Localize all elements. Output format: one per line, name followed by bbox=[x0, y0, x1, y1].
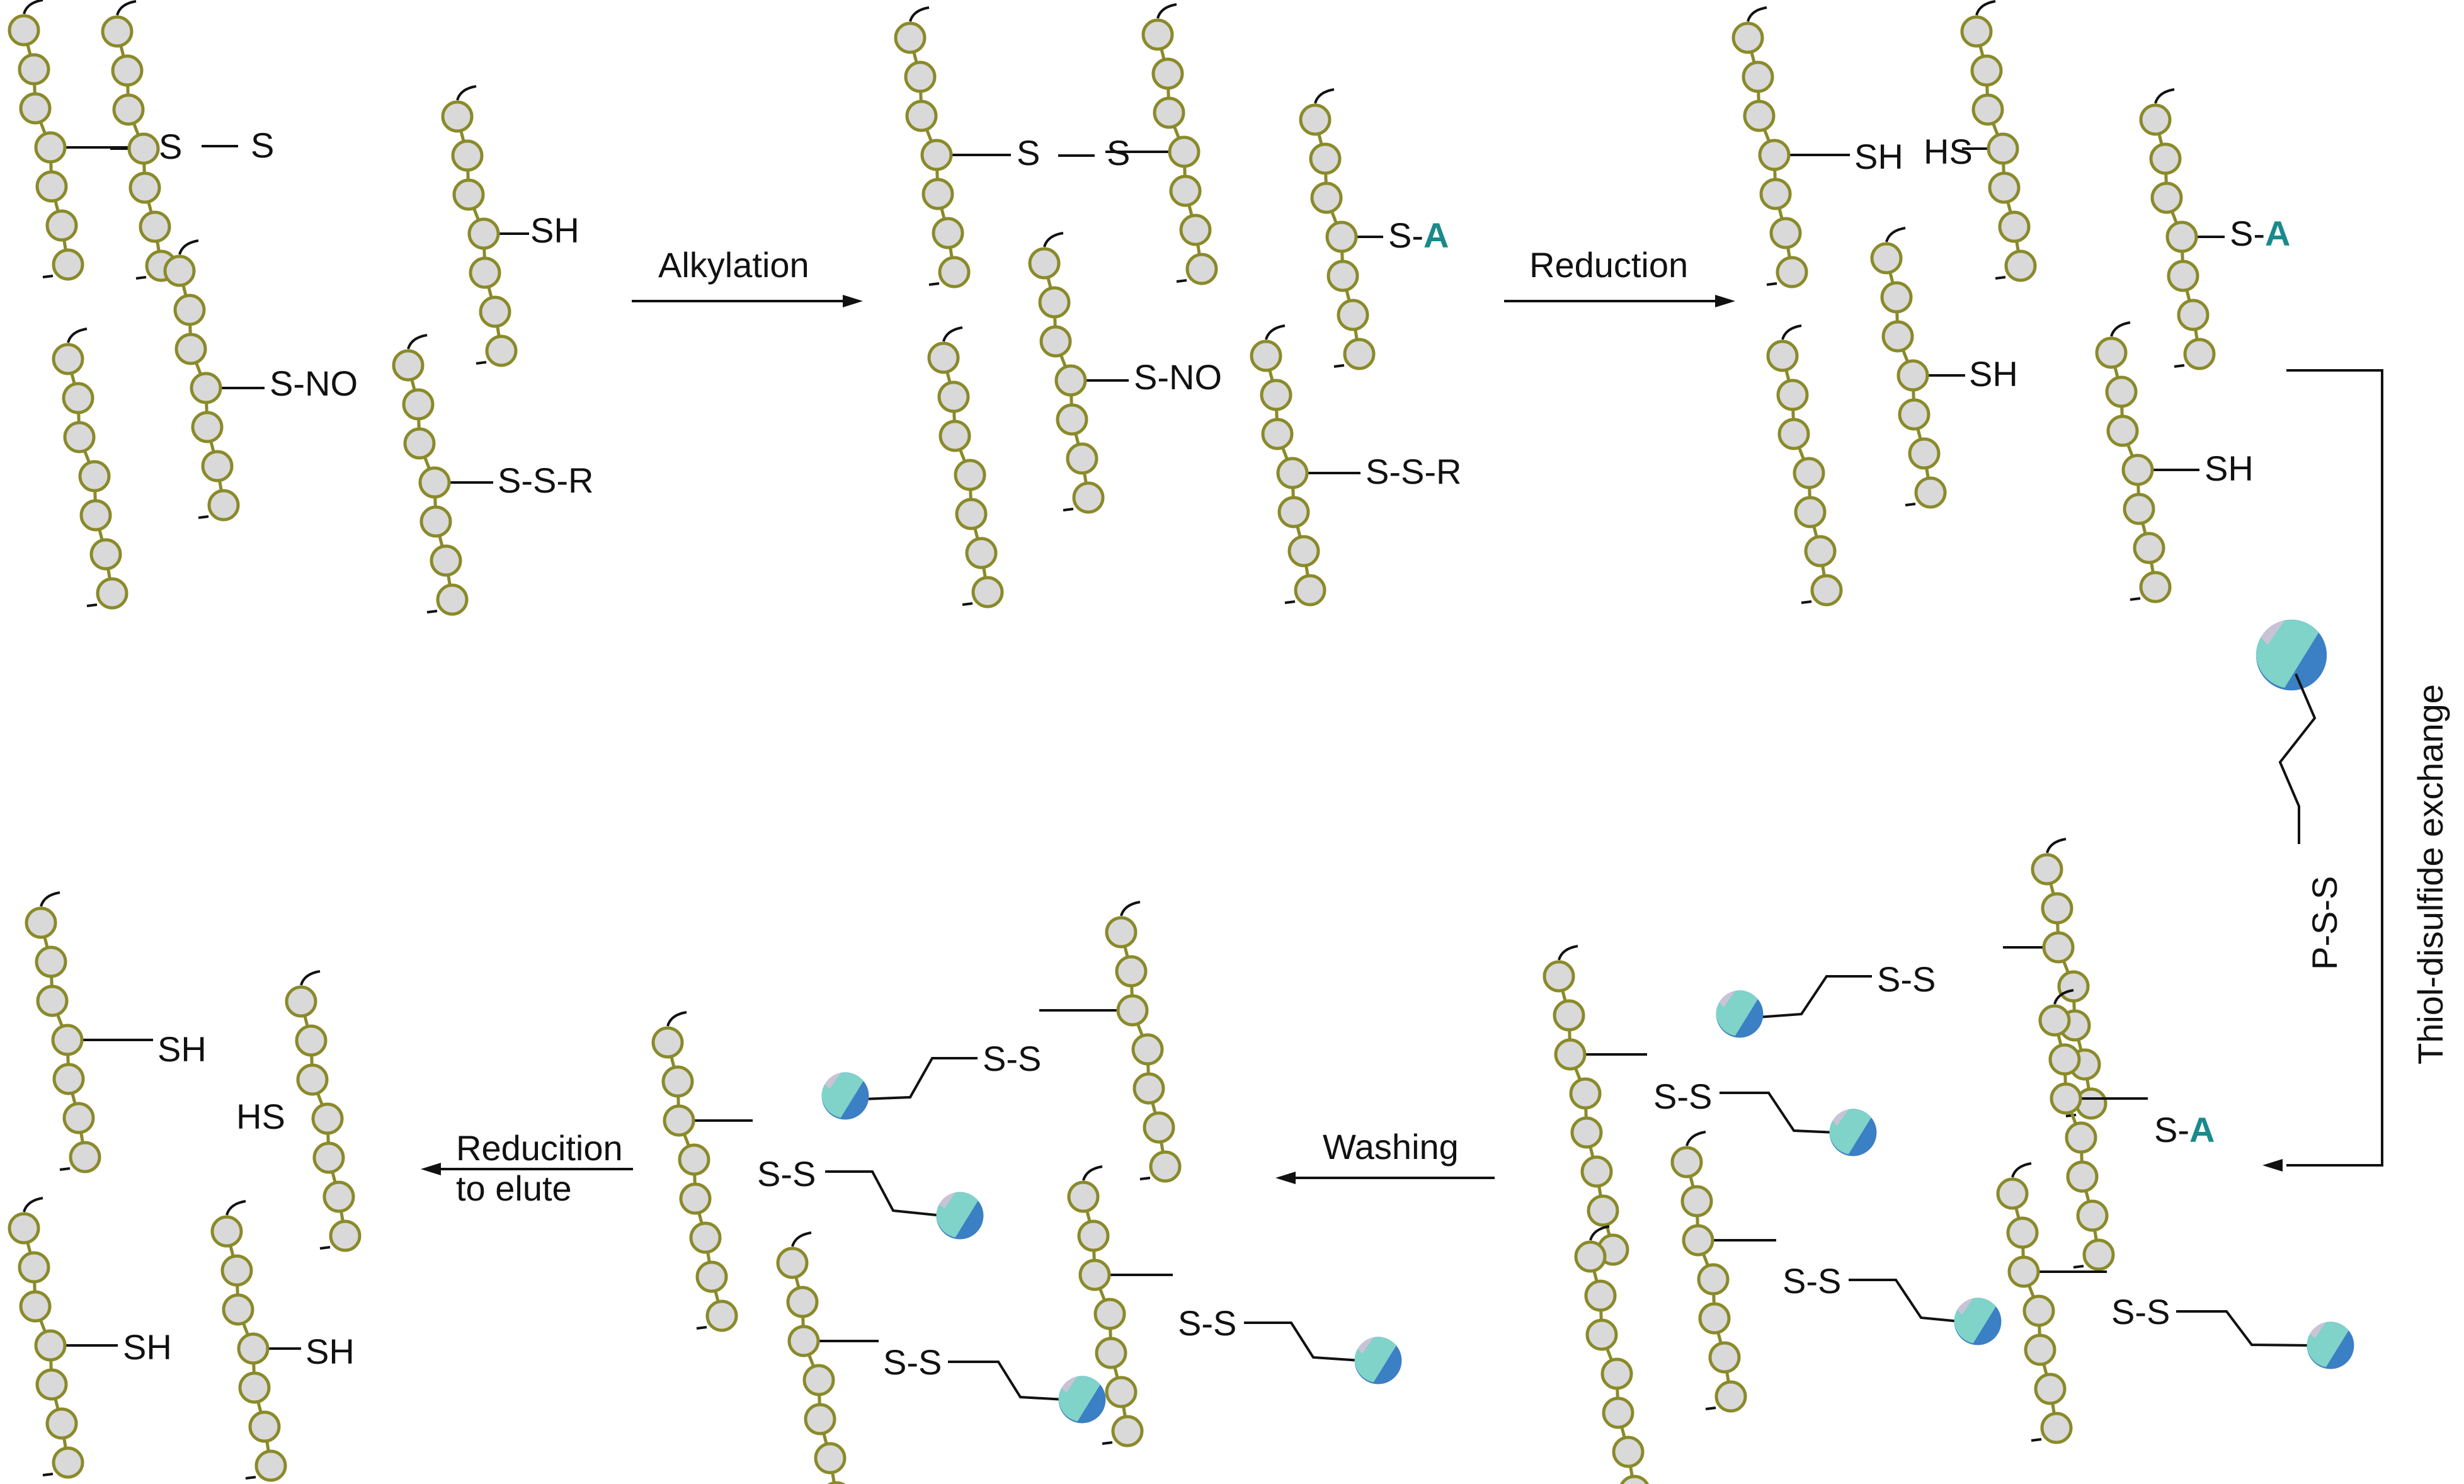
mixed-disulfide-label-2: S-S-R bbox=[1366, 452, 1461, 491]
protein-chain bbox=[1067, 1165, 1173, 1447]
step-reduction-label: Reduction bbox=[1529, 245, 1688, 285]
captured-ss-1: S-S bbox=[1877, 959, 1936, 999]
resin-bead bbox=[1716, 975, 1872, 1038]
arrow-thiol-exchange-head bbox=[2262, 1159, 2283, 1172]
protein-chain bbox=[1766, 324, 1843, 607]
protein-chain bbox=[1996, 1162, 2107, 1444]
eluted-thiol-3: SH bbox=[123, 1327, 172, 1367]
resin-bead bbox=[2176, 1310, 2354, 1369]
protein-chain bbox=[163, 239, 265, 522]
captured-ss-2: S-S bbox=[1653, 1076, 1712, 1116]
captured-ss-4: S-S bbox=[2111, 1292, 2170, 1332]
reduced-thiol-label-2: HS bbox=[1924, 132, 1973, 171]
arrow-alkylation-head bbox=[843, 295, 863, 307]
washed-ss-3: S-S bbox=[1178, 1303, 1236, 1343]
alkylated-thiol-label-3: S-A bbox=[2230, 214, 2290, 253]
washed-ss-2: S-S bbox=[757, 1154, 816, 1194]
protein-chain bbox=[651, 1011, 753, 1332]
resin-bead bbox=[1244, 1321, 1402, 1384]
protein-chain bbox=[392, 334, 493, 616]
step-alkylation-label: Alkylation bbox=[658, 245, 809, 285]
protein-chain bbox=[8, 0, 154, 281]
disulfide-s-right: S bbox=[251, 125, 274, 165]
reduced-thiol-label-3: SH bbox=[1969, 354, 2018, 394]
protein-chain bbox=[776, 1231, 879, 1484]
protein-chain bbox=[8, 1197, 118, 1479]
protein-chain bbox=[285, 970, 362, 1252]
arrow-thiol-exchange bbox=[2286, 369, 2383, 1167]
protein-chain bbox=[52, 328, 128, 610]
captured-ss-3: S-S bbox=[1782, 1261, 1841, 1301]
protein-chain bbox=[1028, 232, 1129, 514]
protein-chains bbox=[8, 0, 2225, 1484]
reduced-thiol-label-1: SH bbox=[1854, 137, 1903, 176]
nitrosyl-label: S-NO bbox=[270, 363, 358, 403]
disulfide-s-left: S bbox=[159, 127, 182, 166]
protein-chain bbox=[1670, 1131, 1776, 1413]
arrow-reduction-head bbox=[1715, 295, 1735, 307]
eluted-thiol-4: SH bbox=[305, 1332, 355, 1371]
protein-chain bbox=[2038, 989, 2148, 1271]
eluted-thiol-1: SH bbox=[157, 1029, 207, 1069]
resin-bead bbox=[825, 1170, 984, 1240]
alkylated-thiol-label-4: S-A bbox=[2154, 1110, 2215, 1150]
protein-chain bbox=[101, 0, 178, 282]
protein-chain bbox=[1731, 6, 1850, 288]
free-thiol-label: SH bbox=[530, 210, 579, 250]
nitrosyl-label-2: S-NO bbox=[1134, 357, 1222, 397]
step-elute-label-line1: Reducition bbox=[456, 1128, 623, 1168]
resin-beads bbox=[821, 619, 2354, 1424]
protein-chain bbox=[1870, 227, 1965, 509]
resin-bead bbox=[1849, 1279, 2002, 1345]
step-elute-label-line2: to elute bbox=[456, 1168, 572, 1208]
arrow-elute-head bbox=[421, 1163, 441, 1175]
protein-chain bbox=[894, 6, 1011, 288]
resin-bead bbox=[1720, 1092, 1877, 1156]
resin-bead bbox=[2256, 619, 2327, 691]
protein-chain bbox=[441, 85, 529, 367]
reagent-label: P-S-S bbox=[2305, 876, 2344, 970]
protein-chain bbox=[1574, 1225, 1649, 1484]
washed-ss-1: S-S bbox=[983, 1039, 1041, 1078]
protein-chain bbox=[2003, 838, 2108, 1120]
reduced-thiol-label-4: SH bbox=[2204, 448, 2254, 488]
protein-chain bbox=[25, 891, 153, 1173]
protein-chain bbox=[1543, 945, 1647, 1266]
resin-bead bbox=[821, 1057, 978, 1120]
protein-chain bbox=[1039, 901, 1182, 1183]
washed-ss-4: S-S bbox=[883, 1342, 942, 1382]
mixed-disulfide-label: S-S-R bbox=[498, 460, 593, 500]
disulfide-s-right-2: S bbox=[1107, 133, 1130, 173]
protein-chain bbox=[1299, 88, 1383, 370]
alkylated-thiol-label: S-A bbox=[1388, 215, 1449, 255]
protein-chain bbox=[1250, 324, 1360, 607]
resin-bead bbox=[948, 1361, 1106, 1424]
disulfide-s-left-2: S bbox=[1017, 133, 1040, 173]
step-washing-label: Washing bbox=[1323, 1127, 1459, 1167]
reagent-linker bbox=[2278, 673, 2317, 844]
protein-chain bbox=[1960, 0, 2037, 282]
protein-chain bbox=[927, 326, 1004, 608]
arrow-washing-head bbox=[1275, 1172, 1296, 1184]
eluted-thiol-2: HS bbox=[236, 1097, 285, 1136]
protein-chain bbox=[210, 1200, 301, 1482]
protein-chain bbox=[2139, 88, 2225, 370]
protein-chain bbox=[1105, 3, 1218, 285]
step-thiol-exchange-label: Thiol-disulfide exchange bbox=[2410, 684, 2450, 1064]
protein-chain bbox=[2095, 321, 2199, 603]
